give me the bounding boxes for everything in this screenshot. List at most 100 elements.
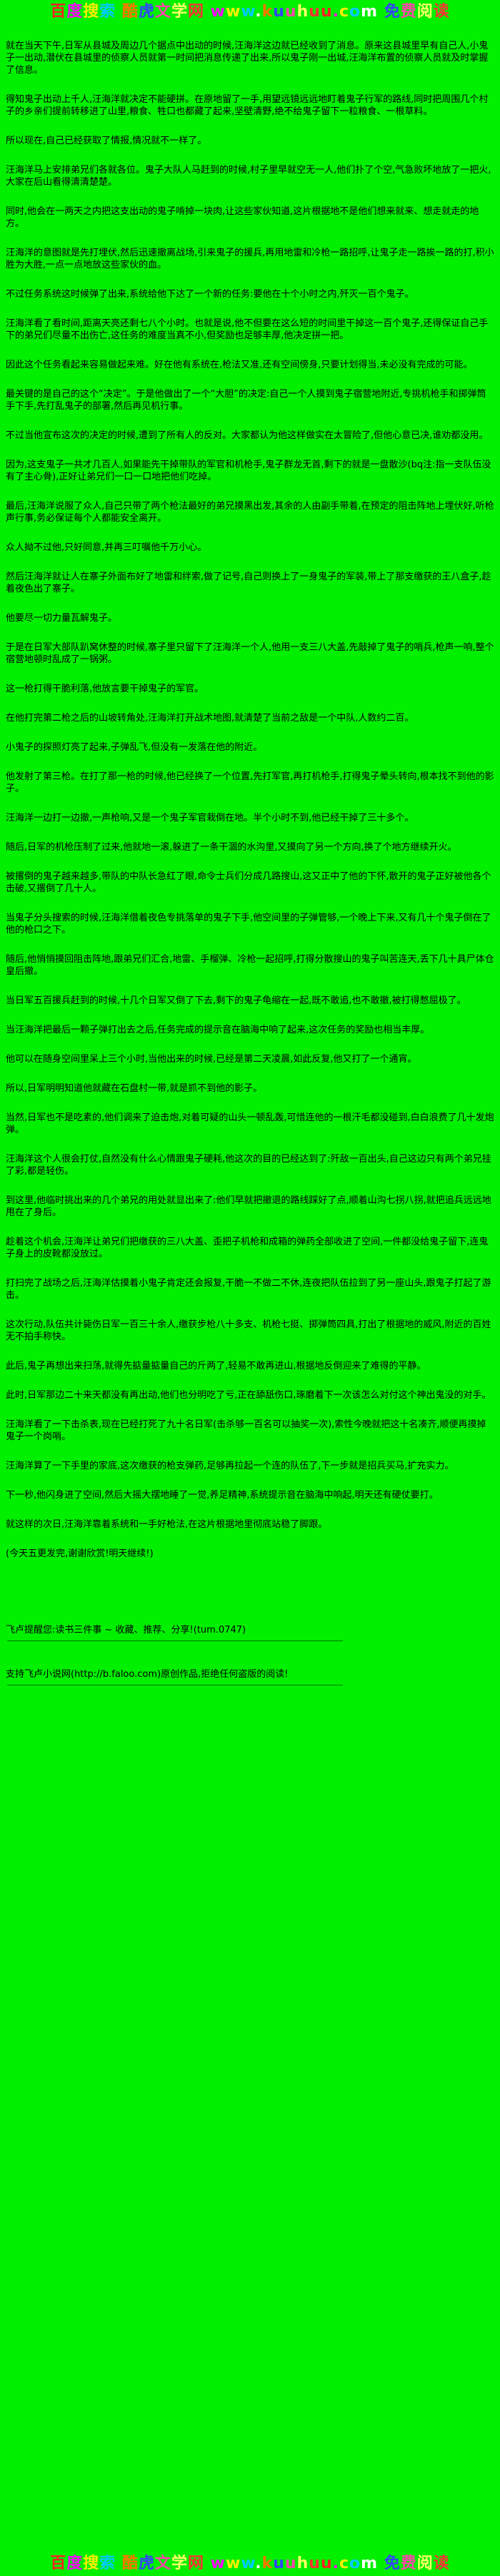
novel-paragraph: 在他打完第二枪之后的山坡转角处,汪海洋打开战术地图,就清楚了当前之敌是一个中队,…: [6, 713, 414, 724]
banner-char: m: [361, 3, 379, 21]
novel-paragraph: 因此这个任务看起来容易做起来难。好在他有系统在,枪法又准,还有空间傍身,只要计划…: [6, 360, 473, 370]
banner-char: o: [349, 3, 361, 21]
banner-char: 索: [99, 2555, 116, 2572]
banner-char: 百: [50, 3, 67, 21]
novel-paragraph: 当汪海洋把最后一颗子弹打出去之后,任务完成的提示音在脑海中响了起来,这次任务的奖…: [6, 1025, 430, 1035]
novel-paragraph: 汪海洋看了看时间,距离天亮还剩七八个小时。也就是说,他不但要在这么短的时间里干掉…: [6, 318, 489, 341]
banner-char: [204, 2555, 211, 2572]
banner-char: 阅: [416, 2555, 434, 2572]
novel-content: 就在当天下午,日军从县城及周边几个据点中出动的时候,汪海洋这边就已经收到了消息。…: [0, 21, 500, 1685]
faloo-support-link[interactable]: 支持飞卢小说网(http://b.faloo.com)原创作品,拒绝任何盗版的阅…: [6, 1669, 289, 1680]
novel-paragraph: 同时,他会在一两天之内把这支出动的鬼子啃掉一块肉,让这些家伙知道,这片根据地不是…: [6, 206, 479, 229]
novel-paragraph: 此后,鬼子再想出来扫荡,就得先掂量掂量自己的斤两了,轻易不敢再进山,根据地反倒迎…: [6, 1361, 426, 1371]
banner-char: 百: [50, 2555, 67, 2572]
banner-char: h: [296, 2555, 309, 2572]
novel-paragraph: 当鬼子分头搜索的时候,汪海洋借着夜色专挑落单的鬼子下手,他空间里的子弹管够,一个…: [6, 913, 491, 935]
banner-char: .: [255, 3, 262, 21]
banner-char: u: [284, 2555, 297, 2572]
novel-paragraph: 众人拗不过他,只好同意,并再三叮嘱他千万小心。: [6, 542, 207, 553]
banner-char: o: [349, 2555, 361, 2572]
banner-char: u: [284, 3, 297, 21]
novel-paragraph: 汪海洋一边打一边撤,一声枪响,又是一个鬼子军官栽倒在地。半个小时不到,他已经干掉…: [6, 813, 414, 823]
banner-char: c: [339, 2555, 350, 2572]
banner-char: [204, 3, 211, 21]
banner-char: .: [332, 3, 339, 21]
novel-paragraph: 最后,汪海洋说服了众人,自己只带了两个枪法最好的弟兄摸黑出发,其余的人由副手带着…: [6, 501, 494, 524]
banner-char: u: [320, 3, 333, 21]
banner-char: 索: [99, 3, 116, 21]
banner-char: 读: [433, 3, 450, 21]
novel-paragraph: 小鬼子的探照灯亮了起来,子弹乱飞,但没有一发落在他的附近。: [6, 742, 263, 753]
novel-paragraph: 于是在日军大部队趴窝休整的时候,寨子里只留下了汪海洋一个人,他用一支三八大盖,先…: [6, 642, 494, 665]
banner-char: 搜: [83, 2555, 100, 2572]
novel-paragraph: 汪海洋这个人很会打仗,自然没有什么心情跟鬼子硬耗,他这次的目的已经达到了:歼敌一…: [6, 1154, 491, 1177]
banner-char: 虎: [138, 2555, 155, 2572]
novel-paragraph: 打扫完了战场之后,汪海洋估摸着小鬼子肯定还会报复,干脆一不做二不休,连夜把队伍拉…: [6, 1278, 491, 1301]
banner-char: u: [309, 3, 321, 21]
banner-char: w: [241, 3, 256, 21]
novel-paragraph: 不过任务系统这时候弹了出来,系统给他下达了一个新的任务:要他在十个小时之内,歼灭…: [6, 289, 414, 300]
site-banner-bottom[interactable]: 百度搜索 酷虎文学网 www.kuuhuu.com 免费阅读: [0, 2555, 500, 2573]
novel-paragraph: 这一枪打得干脆利落,他放言要干掉鬼子的军官。: [6, 684, 204, 694]
banner-char: .: [255, 2555, 262, 2572]
footer-block: 飞卢提醒您:读书三件事 ~ 收藏、推荐、分享!(tum.0747) 支持飞卢小说…: [6, 1624, 494, 1685]
banner-char: k: [261, 2555, 274, 2572]
banner-char: .: [332, 2555, 339, 2572]
banner-char: 费: [400, 3, 417, 21]
banner-char: 免: [384, 2555, 401, 2572]
banner-char: 文: [154, 2555, 171, 2572]
banner-char: w: [210, 3, 226, 21]
banner-char: 网: [187, 2555, 204, 2572]
novel-paragraph: 当然,日军也不是吃素的,他们调来了迫击炮,对着可疑的山头一顿乱轰,可惜连他的一根…: [6, 1112, 494, 1135]
banner-char: 学: [171, 3, 188, 21]
novel-paragraph: 此时,日军那边二十来天都没有再出动,他们也分明吃了亏,正在舔舐伤口,琢磨着下一次…: [6, 1390, 491, 1401]
banner-char: [378, 2555, 384, 2572]
banner-char: u: [309, 2555, 321, 2572]
banner-char: w: [210, 2555, 226, 2572]
author-note: (今天五更发完,谢谢欣赏!明天继续!): [6, 1548, 154, 1559]
banner-char: m: [361, 2555, 379, 2572]
banner-char: w: [226, 3, 241, 21]
novel-paragraph: 不过当他宣布这次的决定的时候,遭到了所有人的反对。大家都认为他这样做实在太冒险了…: [6, 430, 489, 441]
novel-paragraph: 他发射了第三枪。在打了那一枪的时候,他已经换了一个位置,先打军官,再打机枪手,打…: [6, 771, 494, 794]
novel-paragraph: 当日军五百援兵赶到的时候,十几个日军又倒了下去,剩下的鬼子龟缩在一起,既不敢追,…: [6, 995, 466, 1006]
banner-char: c: [339, 3, 350, 21]
novel-paragraph: 就在当天下午,日军从县城及周边几个据点中出动的时候,汪海洋这边就已经收到了消息。…: [6, 41, 489, 76]
banner-char: 免: [384, 3, 401, 21]
site-banner-top[interactable]: 百度搜索 酷虎文学网 www.kuuhuu.com 免费阅读: [0, 0, 500, 21]
novel-paragraph: 被撂倒的鬼子越来越多,带队的中队长急红了眼,命令士兵们分成几路搜山,这又正中了他…: [6, 871, 491, 894]
novel-paragraph: 汪海洋的意图就是先打埋伏,然后迅速撤离战场,引来鬼子的援兵,再用地雷和冷枪一路招…: [6, 248, 494, 270]
novel-paragraph: 得知鬼子出动上千人,汪海洋就决定不能硬拼。在原地留了一手,用望远镜远远地盯着鬼子…: [6, 94, 489, 117]
novel-paragraph: 他要尽一切力量瓦解鬼子。: [6, 613, 118, 624]
banner-char: 度: [66, 3, 84, 21]
banner-char: 网: [187, 3, 204, 21]
paragraph-list: 就在当天下午,日军从县城及周边几个据点中出动的时候,汪海洋这边就已经收到了消息。…: [6, 40, 494, 1531]
banner-char: 读: [433, 2555, 450, 2572]
novel-paragraph: 所以现在,自己已经获取了情报,情况就不一样了。: [6, 136, 207, 146]
banner-char: k: [261, 3, 274, 21]
banner-char: u: [320, 2555, 333, 2572]
novel-paragraph: 趁着这个机会,汪海洋让弟兄们把缴获的三八大盖、歪把子机枪和成箱的弹药全部收进了空…: [6, 1237, 489, 1259]
novel-paragraph: 随后,他悄悄摸回阻击阵地,跟弟兄们汇合,地雷、手榴弹、冷枪一起招呼,打得分散搜山…: [6, 954, 494, 977]
banner-char: [378, 3, 384, 21]
novel-paragraph: 汪海洋看了一下击杀表,现在已经打死了九十名日军(击杀够一百名可以抽奖一次),索性…: [6, 1419, 486, 1442]
novel-paragraph: 最关键的是自己的这个“决定”。于是他做出了一个“大胆”的决定:自己一个人摸到鬼子…: [6, 389, 486, 412]
novel-paragraph: 然后汪海洋就让人在寨子外面布好了地雷和绊索,做了记号,自己则换上了一身鬼子的军装…: [6, 572, 491, 594]
novel-paragraph: 因为,这支鬼子一共才几百人,如果能先干掉带队的军官和机枪手,鬼子群龙无首,剩下的…: [6, 460, 491, 482]
novel-paragraph: 到这里,他临时挑出来的几个弟兄的用处就显出来了:他们早就把撤退的路线踩好了点,顺…: [6, 1195, 491, 1218]
banner-char: 费: [400, 2555, 417, 2572]
banner-char: 学: [171, 2555, 188, 2572]
novel-paragraph: 就这样的次日,汪海洋靠着系统和一手好枪法,在这片根据地里彻底站稳了脚跟。: [6, 1519, 328, 1530]
banner-char: u: [273, 2555, 285, 2572]
banner-char: 文: [154, 3, 171, 21]
banner-char: [116, 3, 122, 21]
novel-paragraph: 所以,日军明明知道他就藏在石盘村一带,就是抓不到他的影子。: [6, 1083, 263, 1094]
banner-char: [116, 2555, 122, 2572]
novel-paragraph: 他可以在随身空间里呆上三个小时,当他出来的时候,已经是第二天凌晨,如此反复,他又…: [6, 1054, 417, 1065]
banner-char: w: [241, 2555, 256, 2572]
banner-char: 度: [66, 2555, 84, 2572]
banner-char: h: [296, 3, 309, 21]
banner-char: 阅: [416, 3, 434, 21]
banner-char: u: [273, 3, 285, 21]
